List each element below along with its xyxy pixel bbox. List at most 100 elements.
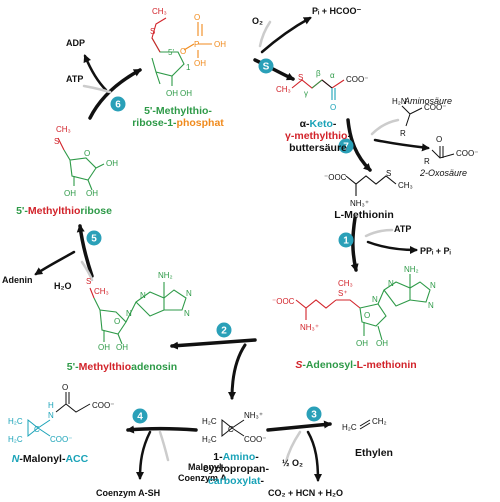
svg-text:β: β: [316, 69, 321, 78]
structure-aminosaure: [401, 105, 423, 127]
svg-text:1: 1: [186, 63, 191, 72]
label-mtr1p-line2: ribose-1-phosphat: [132, 117, 224, 129]
svg-text:S: S: [86, 277, 91, 286]
label-malonyl-acc: N-Malonyl-ACC: [12, 453, 89, 465]
reaction-arrows: [34, 16, 430, 482]
step-badge-3: 3: [306, 406, 322, 422]
svg-text:C: C: [228, 425, 234, 434]
svg-text:COO⁻: COO⁻: [424, 103, 446, 112]
svg-text:NH₂: NH₂: [404, 265, 419, 274]
cof-adenin: Adenin: [2, 275, 33, 285]
cof-aminosaure: Aminosäure: [403, 96, 452, 106]
svg-text:COO⁻: COO⁻: [244, 435, 266, 444]
svg-text:O: O: [84, 149, 90, 158]
label-acc-line3: carboxylat-: [208, 475, 265, 487]
svg-text:1: 1: [343, 236, 349, 247]
label-kmtb-line2: γ-methylthio-: [285, 130, 351, 142]
structure-malonyl-acc: [27, 392, 91, 438]
svg-text:O: O: [114, 317, 120, 326]
svg-text:O: O: [62, 383, 68, 392]
svg-text:CH₃: CH₃: [56, 125, 71, 134]
svg-text:O: O: [364, 311, 370, 320]
cof-o2: O₂: [252, 16, 263, 26]
label-acc-line1: 1-Amino-: [213, 451, 259, 463]
svg-text:OH: OH: [194, 59, 206, 68]
cof-co2-hcn: CO₂ + HCN + H₂O: [268, 488, 343, 498]
label-methionine: L-Methionin: [334, 209, 393, 221]
svg-text:NH₂: NH₂: [158, 271, 173, 280]
structure-methionine: [345, 175, 397, 196]
structure-mtr1p: [151, 17, 212, 86]
svg-text:H: H: [48, 401, 54, 410]
label-sam: S-Adenosyl-L-methionin: [295, 359, 416, 371]
svg-text:O: O: [180, 47, 186, 56]
svg-text:CH₃: CH₃: [94, 287, 109, 296]
svg-text:NH₃⁺: NH₃⁺: [300, 323, 319, 332]
svg-text:CH₂: CH₂: [372, 417, 387, 426]
svg-text:H₂C: H₂C: [202, 417, 217, 426]
svg-text:COO⁻: COO⁻: [346, 75, 368, 84]
svg-text:CH₃: CH₃: [276, 85, 291, 94]
svg-text:H₂C: H₂C: [202, 435, 217, 444]
cof-half-o2: ½ O₂: [282, 458, 303, 468]
cof-malonyl-coa-2: Coenzym A: [178, 473, 227, 483]
svg-text:S: S: [263, 62, 270, 73]
structure-mta: [89, 282, 187, 345]
svg-text:N: N: [430, 281, 436, 290]
svg-text:5': 5': [168, 48, 174, 57]
svg-text:O: O: [194, 13, 200, 22]
step-badge-s: S: [258, 58, 274, 74]
svg-text:C: C: [34, 425, 40, 434]
svg-text:OH: OH: [214, 40, 226, 49]
svg-text:H₂C: H₂C: [8, 417, 23, 426]
svg-text:NH₃⁺: NH₃⁺: [350, 199, 369, 208]
label-kmtb-line3: buttersäure: [289, 142, 347, 154]
step-badge-5: 5: [86, 230, 102, 246]
svg-text:5: 5: [91, 234, 97, 245]
svg-text:S: S: [386, 169, 391, 178]
cof-ppi-pi: PPᵢ + Pᵢ: [420, 246, 452, 256]
svg-text:COO⁻: COO⁻: [456, 149, 478, 158]
svg-text:COO⁻: COO⁻: [92, 401, 114, 410]
svg-text:N: N: [388, 279, 394, 288]
svg-text:OH: OH: [86, 189, 98, 198]
label-ethylene: Ethylen: [355, 447, 393, 459]
step-badge-6: 6: [110, 96, 126, 112]
svg-text:γ: γ: [304, 89, 308, 98]
arrow-step-2: [170, 338, 257, 350]
svg-text:OH: OH: [376, 339, 388, 348]
structure-mtr: [57, 137, 105, 191]
svg-text:R: R: [424, 157, 430, 166]
svg-text:OH: OH: [64, 189, 76, 198]
label-acc-line2: cyclopropan-: [203, 463, 269, 475]
svg-text:OH: OH: [106, 159, 118, 168]
cof-oxosaure: 2-Oxosäure: [419, 168, 467, 178]
cof-pi-formate: Pᵢ + HCOO⁻: [312, 6, 362, 16]
cof-atp-1: ATP: [394, 224, 411, 234]
svg-text:α: α: [330, 71, 335, 80]
cof-adp: ADP: [66, 38, 85, 48]
svg-text:N: N: [126, 309, 132, 318]
svg-text:O: O: [330, 103, 336, 112]
svg-text:COO⁻: COO⁻: [50, 435, 72, 444]
svg-text:S: S: [54, 137, 59, 146]
svg-text:S⁺: S⁺: [338, 289, 348, 298]
svg-text:N: N: [372, 295, 378, 304]
svg-text:CH₃: CH₃: [338, 279, 353, 288]
arrow-step-5: [76, 224, 94, 278]
label-mtr: 5'-Methylthioribose: [16, 205, 112, 217]
structure-ethylene: [359, 419, 371, 430]
svg-text:N: N: [48, 411, 54, 420]
svg-text:H₂C: H₂C: [342, 423, 357, 432]
step-badge-2: 2: [216, 322, 232, 338]
arrow-step-1: [350, 216, 359, 272]
svg-text:NH₃⁺: NH₃⁺: [244, 411, 263, 420]
svg-text:CH₃: CH₃: [152, 7, 167, 16]
svg-text:⁻OOC: ⁻OOC: [324, 173, 347, 182]
svg-text:OH: OH: [356, 339, 368, 348]
svg-text:⁻OOC: ⁻OOC: [272, 297, 295, 306]
cof-malonyl-coa-1: Malonyl-: [188, 462, 225, 472]
svg-text:6: 6: [115, 100, 121, 111]
svg-text:S: S: [150, 27, 155, 36]
